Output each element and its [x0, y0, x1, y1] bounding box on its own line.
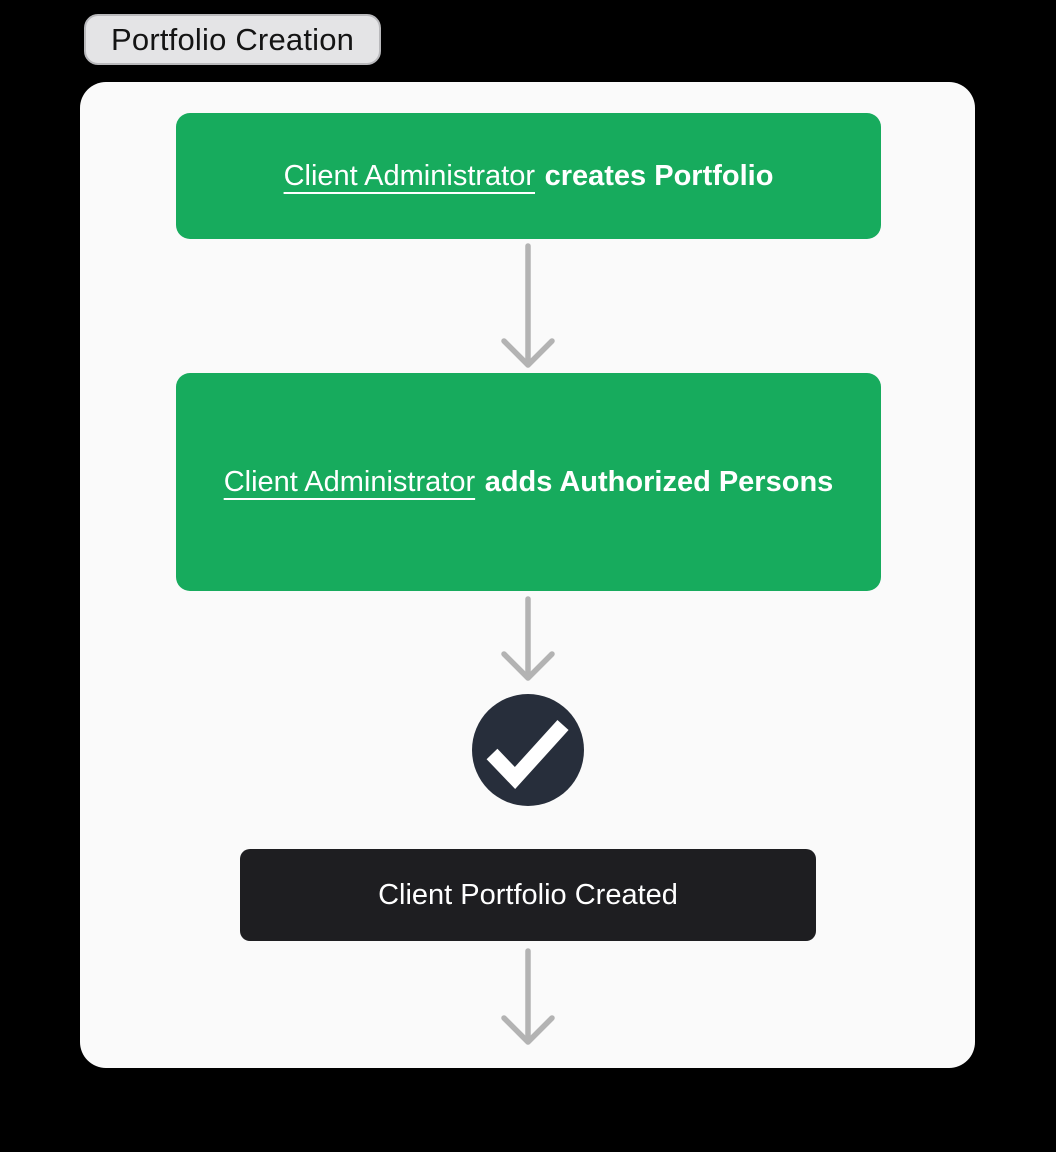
diagram-title-label: Portfolio Creation	[111, 21, 355, 57]
client-administrator-link[interactable]: Client Administrator	[223, 466, 476, 498]
success-check-badge	[472, 694, 584, 806]
arrow-down-icon	[495, 596, 561, 684]
flow-node-portfolio-created: Client Portfolio Created	[240, 849, 816, 941]
result-label: Client Portfolio Created	[378, 879, 678, 911]
node-action-text: creates Portfolio	[544, 160, 774, 192]
arrow-down-icon	[495, 948, 561, 1048]
node-action-text: adds Authorized Persons	[484, 466, 834, 498]
arrow-down-icon	[495, 243, 561, 371]
checkmark-icon	[486, 719, 569, 790]
client-administrator-link[interactable]: Client Administrator	[283, 160, 536, 192]
diagram-title-badge: Portfolio Creation	[84, 14, 382, 65]
